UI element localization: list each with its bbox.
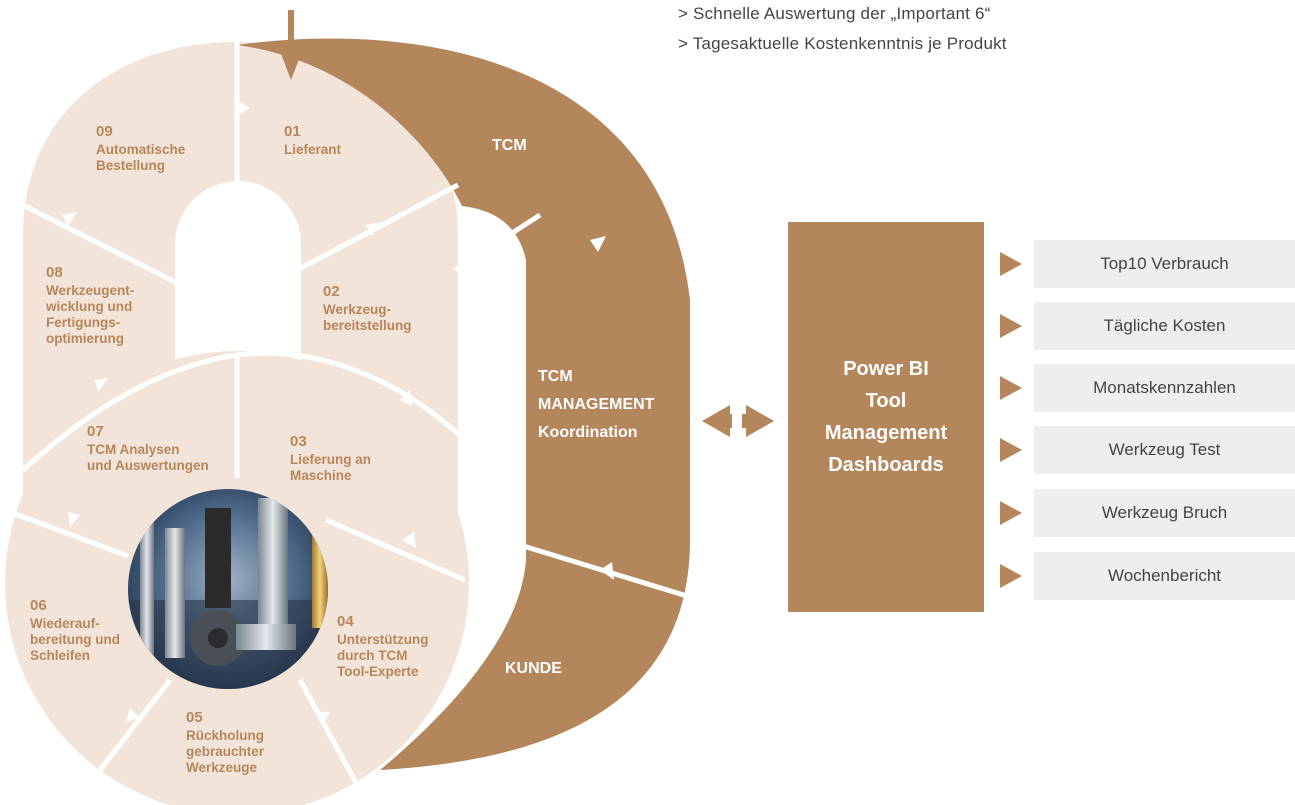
segment-number: 02: [323, 283, 340, 300]
dashboard-button-werkzeug-test[interactable]: Werkzeug Test: [1034, 426, 1295, 474]
milling-tools-photo: [128, 489, 328, 689]
play-arrow-icon: [1000, 252, 1022, 276]
dashboard-row-taegliche-kosten: Tägliche Kosten: [1000, 302, 1295, 350]
play-arrow-icon: [1000, 438, 1022, 462]
segment-number: 03: [290, 433, 307, 450]
dashboard-row-top10: Top10 Verbrauch: [1000, 240, 1295, 288]
segment-label-line: Wiederauf-: [30, 616, 100, 631]
dashboard-button-top10-verbrauch[interactable]: Top10 Verbrauch: [1034, 240, 1295, 288]
powerbi-dashboards-box: Power BI Tool Management Dashboards: [788, 222, 984, 612]
band-label-top: TCM: [492, 137, 527, 154]
input-arrow: [278, 10, 304, 80]
segment-label-line: Unterstützung: [337, 632, 429, 647]
dashboard-row-monatskennzahlen: Monatskennzahlen: [1000, 364, 1295, 412]
segment-label-line: Werkzeuge: [186, 760, 258, 775]
segment-label-line: bereitung und: [30, 632, 120, 647]
dashboard-button-wochenbericht[interactable]: Wochenbericht: [1034, 552, 1295, 600]
dashboard-row-wochenbericht: Wochenbericht: [1000, 552, 1295, 600]
segment-number: 06: [30, 597, 47, 614]
dashboard-button-taegliche-kosten[interactable]: Tägliche Kosten: [1034, 302, 1295, 350]
segment-label-line: Rückholung: [186, 728, 264, 743]
powerbi-title-line: Dashboards: [828, 454, 944, 476]
segment-label-line: Schleifen: [30, 648, 90, 663]
segment-label-line: TCM Analysen: [87, 442, 180, 457]
segment-label-line: Fertigungs-: [46, 315, 120, 330]
segment-label-line: wicklung und: [45, 299, 132, 314]
segment-label-line: Lieferant: [284, 142, 342, 157]
play-arrow-icon: [1000, 314, 1022, 338]
band-middle-line: Koordination: [538, 424, 638, 441]
segment-label-line: Tool-Experte: [337, 664, 419, 679]
note-line-1: > Schnelle Auswertung der „Important 6“: [678, 4, 991, 23]
band-label-middle: TCM MANAGEMENT Koordination: [538, 368, 655, 441]
dashboard-button-monatskennzahlen[interactable]: Monatskennzahlen: [1034, 364, 1295, 412]
play-arrow-icon: [1000, 564, 1022, 588]
dashboard-row-werkzeug-bruch: Werkzeug Bruch: [1000, 489, 1295, 537]
segment-label-line: gebrauchter: [186, 744, 265, 759]
segment-number: 04: [337, 613, 354, 630]
bidirectional-arrow-icon: [702, 405, 774, 437]
segment-label-line: Werkzeugent-: [46, 283, 134, 298]
powerbi-title-line: Tool: [865, 390, 907, 412]
band-middle-line: TCM: [538, 368, 573, 385]
note-line-2: > Tagesaktuelle Kostenkenntnis je Produk…: [678, 34, 1007, 53]
play-arrow-icon: [1000, 376, 1022, 400]
powerbi-title-line: Power BI: [843, 358, 929, 380]
powerbi-title-line: Management: [824, 422, 948, 444]
segment-label-line: bereitstellung: [323, 318, 412, 333]
segment-number: 09: [96, 123, 113, 140]
segment-separators: [4, 38, 701, 792]
segment-label-line: Bestellung: [96, 158, 165, 173]
segment-label-line: Lieferung an: [290, 452, 371, 467]
segment-label-line: Maschine: [290, 468, 352, 483]
segment-label-line: optimierung: [46, 331, 124, 346]
tcm-band: [237, 38, 690, 771]
segment-number: 07: [87, 423, 104, 440]
segment-label-line: und Auswertungen: [87, 458, 209, 473]
dashboard-row-werkzeug-test: Werkzeug Test: [1000, 426, 1295, 474]
segment-number: 08: [46, 264, 63, 281]
segment-label-line: Werkzeug-: [323, 302, 391, 317]
direction-markers: [62, 100, 614, 726]
segment-label-line: Automatische: [96, 142, 186, 157]
segment-number: 05: [186, 709, 203, 726]
play-arrow-icon: [1000, 501, 1022, 525]
dashboard-button-werkzeug-bruch[interactable]: Werkzeug Bruch: [1034, 489, 1295, 537]
band-label-bottom: KUNDE: [505, 660, 562, 677]
segment-label-line: durch TCM: [337, 648, 408, 663]
segment-number: 01: [284, 123, 301, 140]
band-middle-line: MANAGEMENT: [538, 396, 655, 413]
